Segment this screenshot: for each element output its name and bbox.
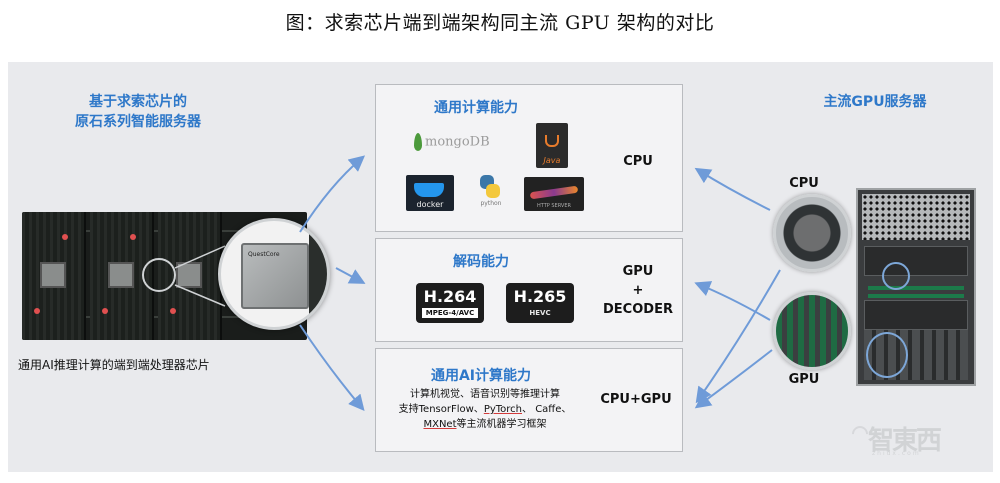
arrow-chip-to-general <box>299 155 366 233</box>
server-cpu-highlight <box>882 262 910 290</box>
h264-badge: H.264 MPEG-4/AVC <box>416 283 484 323</box>
server-gpu-highlight <box>866 332 908 378</box>
mongodb-leaf-icon <box>414 133 422 151</box>
server-cpu-label: CPU <box>789 176 819 191</box>
left-heading: 基于求索芯片的 原石系列智能服务器 <box>38 92 238 132</box>
left-heading-line1: 基于求索芯片的 <box>89 94 187 110</box>
server-gpu-label: GPU <box>788 372 820 387</box>
arrow-server-to-ai-b <box>694 349 773 409</box>
arrow-chip-to-ai <box>299 324 365 412</box>
apache-http-server-logo: HTTP SERVER <box>524 177 584 211</box>
arrow-chip-to-decode <box>335 267 366 284</box>
gpu-server-photo <box>856 188 976 386</box>
left-caption: 通用AI推理计算的端到端处理器芯片 <box>18 358 210 372</box>
java-cup-icon <box>545 135 559 147</box>
docker-whale-icon <box>414 183 444 197</box>
docker-logo: docker <box>406 175 454 211</box>
general-compute-label: CPU <box>623 154 653 169</box>
mongodb-logo: mongoDB <box>414 133 490 151</box>
python-logo: python <box>476 173 504 209</box>
ai-compute-title: 通用AI计算能力 <box>430 368 532 384</box>
general-compute-box: 通用计算能力 mongoDB Java docker python HTTP S… <box>375 84 683 232</box>
arrow-server-to-ai-a <box>695 269 781 404</box>
arrow-server-to-general <box>694 167 771 211</box>
h265-badge: H.265 HEVC <box>506 283 574 323</box>
left-heading-line2: 原石系列智能服务器 <box>75 114 201 130</box>
figure-title: 图：求索芯片端到端架构同主流 GPU 架构的对比 <box>285 12 715 34</box>
quest-chip: QuestCore <box>241 243 309 309</box>
right-heading: 主流GPU服务器 <box>823 94 927 110</box>
zhidx-watermark: 智東西 zhidx.com <box>848 420 962 460</box>
quest-chip-logo: QuestCore <box>248 251 280 258</box>
quest-chip-zoom: QuestCore <box>218 218 330 330</box>
server-gpu-zoom <box>773 292 851 370</box>
decode-title: 解码能力 <box>453 254 509 270</box>
ai-compute-description: 计算机视觉、语音识别等推理计算 支持TensorFlow、PyTorch、 Ca… <box>398 389 572 430</box>
arrow-server-to-decode <box>694 281 771 321</box>
java-logo: Java <box>536 123 568 168</box>
ai-compute-box: 通用AI计算能力 计算机视觉、语音识别等推理计算 支持TensorFlow、Py… <box>375 348 683 452</box>
decode-box: 解码能力 H.264 MPEG-4/AVC H.265 HEVC GPU + D… <box>375 238 683 342</box>
ai-compute-label: CPU+GPU <box>600 392 672 407</box>
decode-label: GPU + DECODER <box>603 264 673 317</box>
general-compute-title: 通用计算能力 <box>434 100 518 116</box>
server-cpu-zoom <box>773 194 851 272</box>
